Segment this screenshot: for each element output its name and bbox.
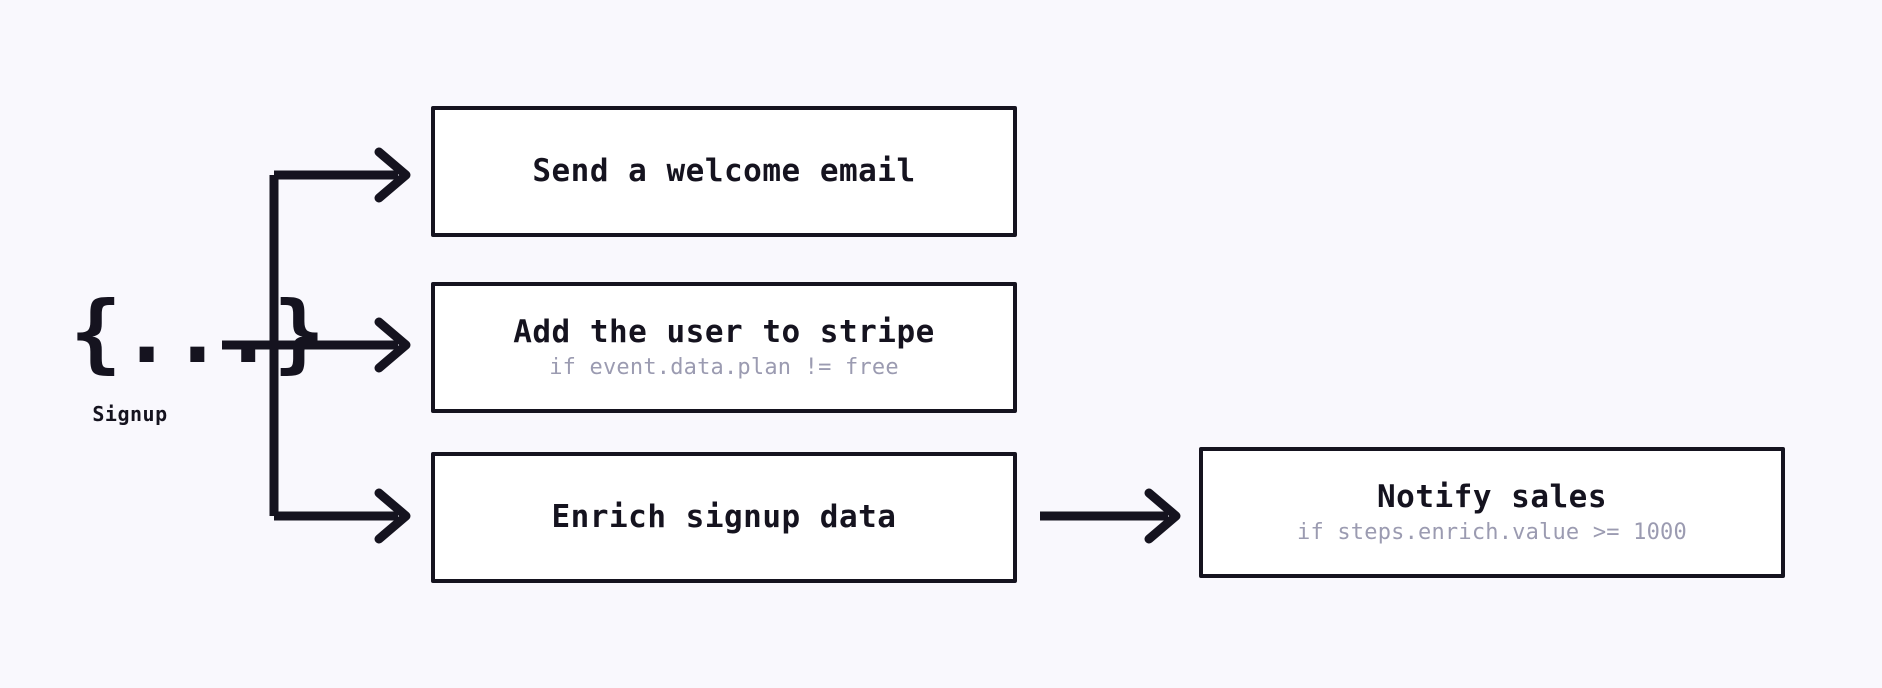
step-title: Notify sales: [1377, 479, 1607, 516]
step-condition: if event.data.plan != free: [549, 354, 899, 380]
json-braces-icon: {...}: [70, 283, 325, 383]
trigger-node-signup[interactable]: {...} Signup: [70, 283, 325, 426]
arrowhead-welcome: [374, 147, 411, 203]
step-node-send-welcome-email[interactable]: Send a welcome email: [431, 106, 1017, 237]
step-title: Add the user to stripe: [513, 314, 935, 351]
step-node-enrich-signup-data[interactable]: Enrich signup data: [431, 452, 1017, 583]
step-node-add-user-to-stripe[interactable]: Add the user to stripe if event.data.pla…: [431, 282, 1017, 413]
step-condition: if steps.enrich.value >= 1000: [1297, 519, 1687, 545]
step-title: Send a welcome email: [532, 153, 916, 190]
step-node-notify-sales[interactable]: Notify sales if steps.enrich.value >= 10…: [1199, 447, 1785, 578]
arrowhead-enrich: [374, 488, 411, 544]
step-title: Enrich signup data: [551, 499, 897, 536]
trigger-label: Signup: [92, 402, 168, 426]
arrowhead-stripe: [374, 317, 411, 373]
arrowhead-notify: [1144, 488, 1181, 544]
